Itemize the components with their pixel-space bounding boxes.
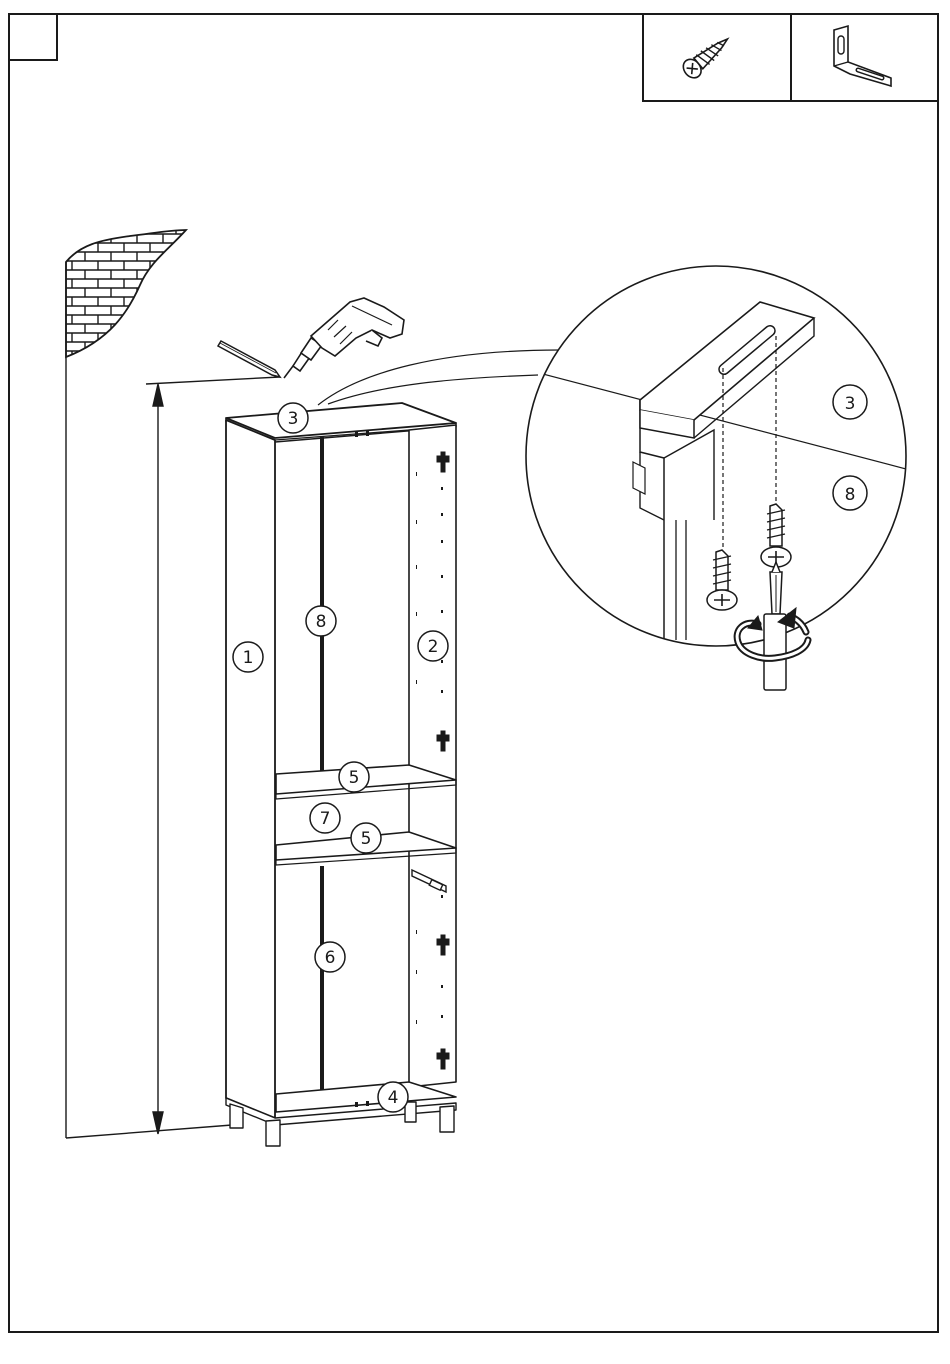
part-number-5-upper: 5 [349,768,360,788]
detail-callout-line-2 [328,375,538,404]
part-label-8: 8 [306,606,336,636]
part-number-7: 7 [320,809,331,829]
part-label-6: 6 [315,942,345,972]
part-number-8: 8 [316,612,327,632]
drill-icon [284,298,404,378]
part-number-2: 2 [428,637,439,657]
page-frame [9,14,938,1332]
part-number-6: 6 [325,948,336,968]
detail-part-number-3: 3 [845,394,856,414]
left-side-panel [226,420,275,1118]
detail-callout-line [318,350,560,405]
part-number-4: 4 [388,1088,399,1108]
right-side-panel [409,425,456,1087]
part-label-7: 7 [310,803,340,833]
part-number-3: 3 [288,409,299,429]
hardware-box [643,14,938,101]
part-label-5-upper: 5 [339,762,369,792]
part-label-1: 1 [233,642,263,672]
detail-part-label-8: 8 [833,476,867,510]
part-label-5-lower: 5 [351,823,381,853]
detail-part-label-3: 3 [833,385,867,419]
pencil-icon [218,341,280,377]
part-label-2: 2 [418,631,448,661]
part-label-3: 3 [278,403,308,433]
leg-back-right [405,1102,416,1122]
detail-view [520,266,910,646]
leg-back-left [230,1104,243,1128]
part-label-4: 4 [378,1082,408,1112]
leg-front-left [266,1120,280,1146]
step-number-box [9,14,57,60]
part-number-5-lower: 5 [361,829,372,849]
wall [66,230,232,1138]
leg-front-right [440,1106,454,1132]
detail-part-number-8: 8 [845,485,856,505]
part-number-1: 1 [243,648,254,668]
